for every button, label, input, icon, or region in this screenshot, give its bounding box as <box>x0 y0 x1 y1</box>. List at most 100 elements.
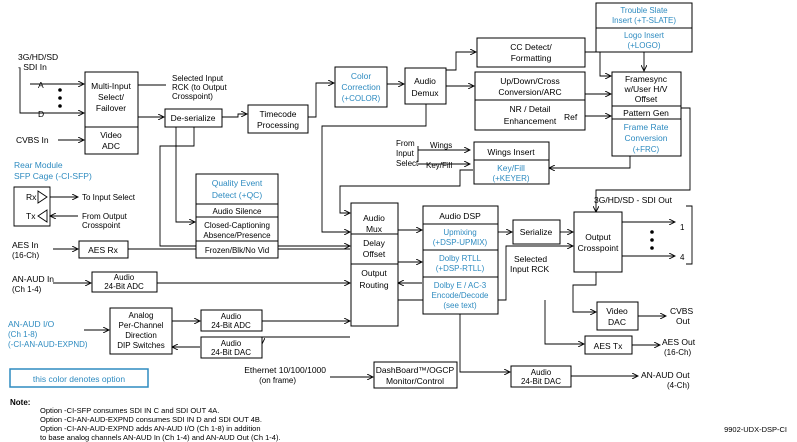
audio-mux-line1: Audio <box>363 213 385 223</box>
selected-input-rck-label: Selected Input RCK (to Output Crosspoint… <box>172 74 227 101</box>
rear-module-label: Rear Module SFP Cage (-CI-SFP) <box>14 160 92 181</box>
aes-in-line2: (16-Ch) <box>12 251 39 260</box>
from-input-select-label: From Input Select <box>396 139 419 168</box>
aes-out-line1: AES Out <box>662 337 696 347</box>
xpoint-line1: Output <box>585 232 611 242</box>
rck2-line2: Input RCK <box>510 264 550 274</box>
logo-line1: Logo Insert <box>624 31 665 40</box>
qc-item-cc: Closed-Captioning <box>204 221 270 230</box>
an-aud-io-line2: (Ch 1-8) <box>8 330 38 339</box>
sdi-out-1-label: 1 <box>680 223 685 232</box>
pattern-gen-label: Pattern Gen <box>623 108 669 118</box>
cvbs-in-label: CVBS In <box>16 135 49 145</box>
model-number: 9902-UDX-DSP-CI <box>724 425 787 434</box>
color-correction-block: Color Correction (+COLOR) <box>334 66 388 108</box>
qc-line1: Quality Event <box>212 178 263 188</box>
sfp-cage: Rx Tx <box>13 186 51 227</box>
adir-line1: Analog <box>129 311 154 320</box>
demux-line2: Demux <box>412 88 440 98</box>
color-line2: Correction <box>341 82 380 92</box>
aes-rx-label: AES Rx <box>88 245 119 255</box>
dashboard-line1: DashBoard™/OGCP <box>376 365 455 375</box>
note-line-1: Option -CI-SFP consumes SDI IN C and SDI… <box>40 406 219 415</box>
multi-input-line3: Failover <box>96 103 126 113</box>
dolbye-line3: (see text) <box>443 301 477 310</box>
trouble-slate-block: Trouble Slate Insert (+T-SLATE) Logo Ins… <box>595 2 693 53</box>
aes-tx-label: AES Tx <box>594 341 623 351</box>
multi-input-select-block: Multi-Input Select/ Failover Video ADC <box>84 71 139 155</box>
dac2-line2: 24-Bit DAC <box>521 377 561 386</box>
sdi-out-label: 3G/HD/SD - SDI Out <box>594 195 673 205</box>
timecode-line1: Timecode <box>259 109 296 119</box>
quality-event-block: Quality Event Detect (+QC) Audio Silence… <box>195 173 279 259</box>
aes-in-line1: AES In <box>12 240 39 250</box>
input-d-label: D <box>38 109 44 119</box>
an-aud-out-line2: (4-Ch) <box>667 381 690 390</box>
routing-line1: Output <box>361 268 387 278</box>
adir-line4: DIP Switches <box>117 341 164 350</box>
qc-item-audio-silence: Audio Silence <box>213 207 262 216</box>
an-aud-in-line1: AN-AUD In <box>12 274 54 284</box>
multi-input-line1: Multi-Input <box>91 81 131 91</box>
an-aud-out-label: AN-AUD Out (4-Ch) <box>641 370 690 390</box>
audio-dsp-block: Audio DSP Upmixing (+DSP-UPMIX) Dolby RT… <box>422 205 499 315</box>
dac1-line1: Audio <box>221 339 242 348</box>
dolbye-line1: Dolby E / AC-3 <box>434 281 487 290</box>
rck-line1: Selected Input <box>172 74 224 83</box>
framesync-block: Framesync w/User H/V Offset Pattern Gen … <box>611 71 682 157</box>
tx-label: Tx <box>26 211 36 221</box>
aes-out-label: AES Out (16-Ch) <box>662 337 696 357</box>
serialize-block: Serialize <box>512 219 561 245</box>
rck2-line1: Selected <box>514 254 547 264</box>
aes-in-label: AES In (16-Ch) <box>12 240 39 260</box>
sdi-out-4-label: 4 <box>680 253 685 262</box>
rx-label: Rx <box>26 192 37 202</box>
dashboard-line2: Monitor/Control <box>386 376 444 386</box>
delay-line1: Delay <box>363 238 385 248</box>
qc-item-absence: Absence/Presence <box>203 231 271 240</box>
input-a-label: A <box>38 80 44 90</box>
xpoint-line2: Crosspoint <box>578 243 619 253</box>
framesync-line3: Offset <box>635 94 658 104</box>
from-output-crosspoint-label: From Output Crosspoint <box>82 212 128 230</box>
keyer-line1: Key/Fill <box>497 163 525 173</box>
video-adc-line2: ADC <box>102 141 120 151</box>
deserialize-label: De-serialize <box>171 113 216 123</box>
foc-line2: Crosspoint <box>82 221 121 230</box>
rck-line2: RCK (to Output <box>172 83 227 92</box>
frc-line2: Conversion <box>625 133 668 143</box>
deserialize-block: De-serialize <box>164 108 223 128</box>
dac1-line2: 24-Bit DAC <box>211 348 251 357</box>
qc-item-frozen: Frozen/Blk/No Vid <box>205 246 269 255</box>
selected-input-rck-2-label: Selected Input RCK <box>510 254 550 274</box>
color-line3: (+COLOR) <box>342 94 381 103</box>
dashboard-block: DashBoard™/OGCP Monitor/Control <box>373 361 458 389</box>
keyfill-in-label: Key/Fill <box>426 161 452 170</box>
note-line-4: to base analog channels AN-AUD In (Ch 1-… <box>40 433 281 442</box>
adir-line3: Direction <box>125 331 157 340</box>
timecode-line2: Processing <box>257 120 299 130</box>
wings-insert-label: Wings Insert <box>487 147 535 157</box>
framesync-line2: w/User H/V <box>624 84 668 94</box>
note-line-2: Option -CI-AN-AUD-EXPND consumes SDI IN … <box>40 415 262 424</box>
to-input-select-label: To Input Select <box>82 193 136 202</box>
dac2-line1: Audio <box>531 368 552 377</box>
cc-line1: CC Detect/ <box>510 42 552 52</box>
cvbs-out-line1: CVBS <box>670 306 693 316</box>
wings-insert-block: Wings Insert Key/Fill (+KEYER) <box>473 141 550 185</box>
adc1-line2: 24-Bit ADC <box>104 282 144 291</box>
legend-text: this color denotes option <box>33 374 125 384</box>
analog-direction-block: Analog Per-Channel Direction DIP Switche… <box>109 307 173 355</box>
rck-line3: Crosspoint) <box>172 92 213 101</box>
adir-line2: Per-Channel <box>119 321 164 330</box>
audio-mux-line2: Mux <box>366 224 383 234</box>
adc2-line2: 24-Bit ADC <box>211 321 251 330</box>
cvbs-out-label: CVBS Out <box>670 306 693 326</box>
nr-line2: Enhancement <box>504 116 557 126</box>
updown-line1: Up/Down/Cross <box>500 76 560 86</box>
output-crosspoint-block: Output Crosspoint <box>573 211 623 273</box>
qc-line2: Detect (+QC) <box>212 190 262 200</box>
dolbye-line2: Encode/Decode <box>432 291 489 300</box>
color-line1: Color <box>351 71 371 81</box>
